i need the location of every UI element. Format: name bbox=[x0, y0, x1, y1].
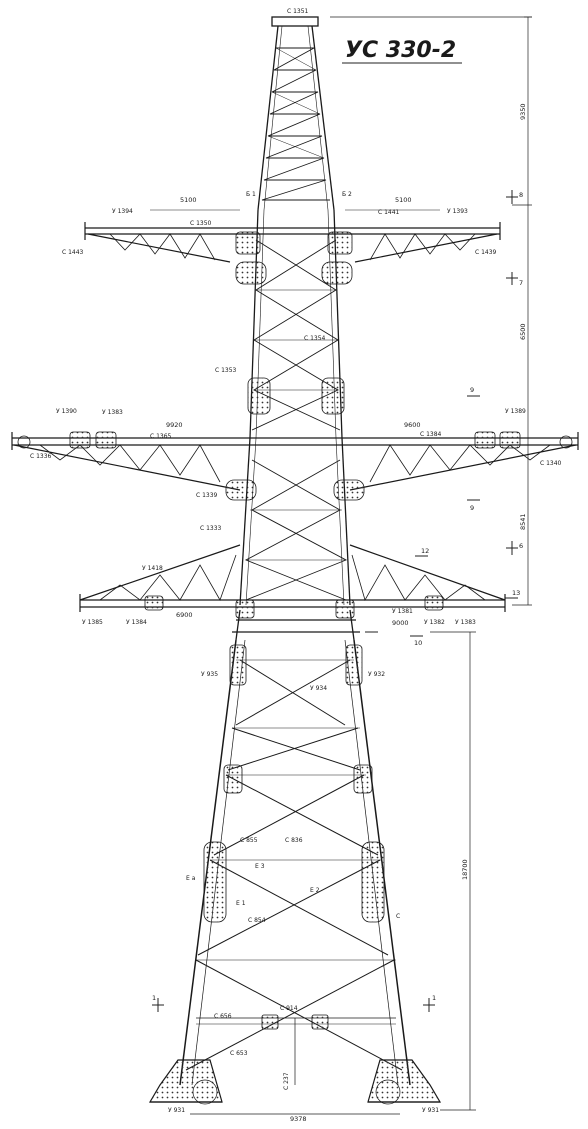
label-e2: Е 2 bbox=[310, 887, 320, 894]
title-block: УС 330-2 bbox=[342, 38, 462, 64]
section-9-bottom: 9 bbox=[470, 504, 474, 512]
section-10: 10 bbox=[414, 639, 422, 647]
label-b1: Б 1 bbox=[246, 191, 256, 198]
label-c1333: С 1333 bbox=[200, 525, 222, 532]
section-labels: 8 7 9 9 6 13 12 10 1 1 bbox=[152, 191, 523, 1002]
label-foot-left: У 931 bbox=[168, 1107, 185, 1114]
label-c1365: С 1365 bbox=[150, 433, 172, 440]
label-c1443: С 1443 bbox=[62, 249, 84, 256]
label-b2: Б 2 bbox=[342, 191, 352, 198]
label-c1354: С 1354 bbox=[304, 335, 326, 342]
label-u1383: У 1383 bbox=[102, 409, 123, 416]
dim-9600: 9600 bbox=[404, 421, 421, 429]
label-u1390: У 1390 bbox=[56, 408, 77, 415]
label-u1381: У 1381 bbox=[392, 608, 413, 615]
dim-9000: 9000 bbox=[392, 619, 409, 627]
label-c-leg: С bbox=[396, 913, 400, 920]
label-c237: С 237 bbox=[283, 1072, 290, 1090]
label-c914: С 914 bbox=[280, 1005, 298, 1012]
label-c1339: С 1339 bbox=[196, 492, 218, 499]
label-c855: С 855 bbox=[240, 837, 258, 844]
upper-crossarm bbox=[84, 209, 501, 263]
label-u934: У 934 bbox=[310, 685, 327, 692]
label-c653: С 653 bbox=[230, 1050, 248, 1057]
label-u1393: У 1393 bbox=[447, 208, 468, 215]
mid-body bbox=[239, 437, 351, 606]
top-mast bbox=[257, 16, 335, 211]
dim-6900: 6900 bbox=[176, 611, 193, 619]
top-marker: С 1351 bbox=[287, 8, 309, 15]
label-c1439: С 1439 bbox=[475, 249, 497, 256]
label-u1382: У 1382 bbox=[424, 619, 445, 626]
lower-gussets bbox=[144, 595, 444, 619]
element-labels: У 1394 С 1443 С 1350 У 1393 С 1439 С 144… bbox=[30, 191, 562, 1114]
section-markers bbox=[152, 190, 518, 1012]
label-c656: С 656 bbox=[214, 1013, 232, 1020]
label-u1385: У 1385 bbox=[82, 619, 103, 626]
section-9-top: 9 bbox=[470, 386, 474, 394]
dim-9350: 9350 bbox=[519, 103, 527, 120]
label-c1353: С 1353 bbox=[215, 367, 237, 374]
section-1-left: 1 bbox=[152, 994, 156, 1002]
label-foot-right: У 931 bbox=[422, 1107, 439, 1114]
dimension-values: 9350 6500 8541 18700 5100 5100 9920 9600… bbox=[166, 103, 527, 1123]
label-u1418: У 1418 bbox=[142, 565, 163, 572]
section-7: 7 bbox=[519, 279, 523, 287]
label-u935: У 935 bbox=[201, 671, 218, 678]
label-c1384: С 1384 bbox=[420, 431, 442, 438]
label-c854: С 854 bbox=[248, 917, 266, 924]
label-u1389: У 1389 bbox=[505, 408, 526, 415]
leg-gussets bbox=[203, 644, 385, 1030]
dim-5100-left: 5100 bbox=[180, 196, 197, 204]
label-u1384: У 1384 bbox=[126, 619, 147, 626]
dim-9920: 9920 bbox=[166, 421, 183, 429]
section-8: 8 bbox=[519, 191, 523, 199]
tower-base bbox=[148, 1059, 442, 1105]
dim-8541: 8541 bbox=[519, 513, 527, 530]
dimension-lines bbox=[190, 16, 532, 1115]
dim-6500: 6500 bbox=[519, 323, 527, 340]
label-c1350: С 1350 bbox=[190, 220, 212, 227]
label-e3: Е 3 bbox=[255, 863, 265, 870]
label-u932: У 932 bbox=[368, 671, 385, 678]
label-c836: С 836 bbox=[285, 837, 303, 844]
dim-5100-right: 5100 bbox=[395, 196, 412, 204]
section-13: 13 bbox=[512, 589, 520, 597]
label-e1: Е 1 bbox=[236, 900, 246, 907]
middle-gussets bbox=[69, 431, 521, 501]
label-u1383-right: У 1383 bbox=[455, 619, 476, 626]
waist bbox=[232, 609, 360, 641]
label-c1441: С 1441 bbox=[378, 209, 400, 216]
dim-9378: 9378 bbox=[290, 1115, 307, 1123]
upper-gussets bbox=[235, 231, 353, 415]
section-12: 12 bbox=[421, 547, 429, 555]
drawing-title: УС 330-2 bbox=[345, 38, 456, 63]
dim-18700: 18700 bbox=[461, 859, 469, 880]
label-u1394: У 1394 bbox=[112, 208, 133, 215]
label-c1340: С 1340 bbox=[540, 460, 562, 467]
section-6: 6 bbox=[519, 542, 523, 550]
label-c1336: С 1336 bbox=[30, 453, 52, 460]
section-1-right: 1 bbox=[432, 994, 436, 1002]
label-ea: Е а bbox=[186, 875, 196, 882]
